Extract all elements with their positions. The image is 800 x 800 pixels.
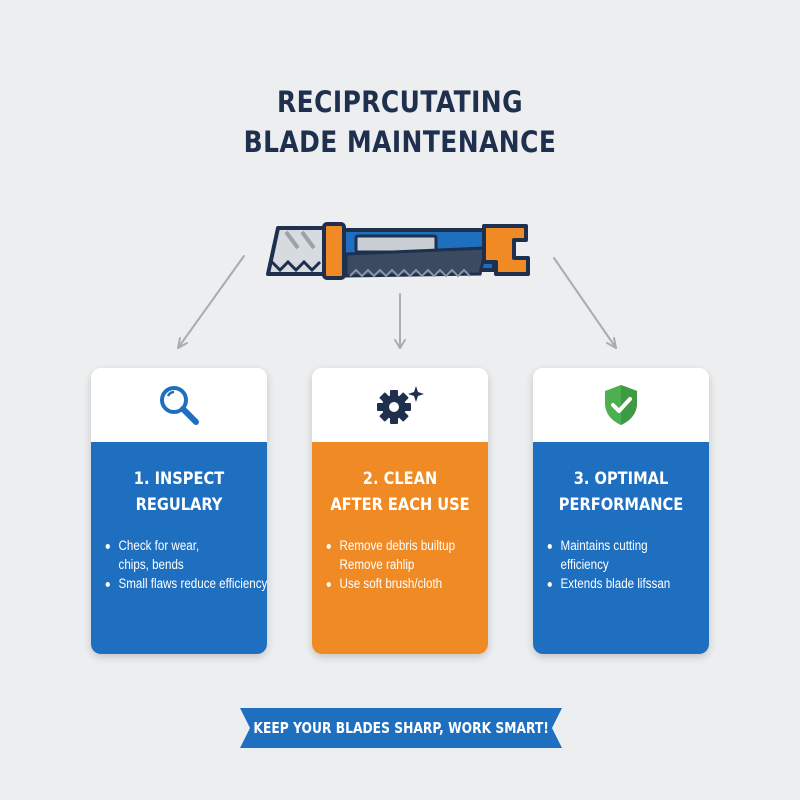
card-clean-body: 2. CLEAN AFTER EACH USE Remove debris bu… [312, 442, 488, 654]
shield-check-icon [605, 385, 637, 425]
card-performance-bullets: Maintains cutting efficiency Extends bla… [533, 536, 684, 593]
list-item: efficiency [560, 557, 609, 572]
banner-label: KEEP YOUR BLADES SHARP, WORK SMART! [253, 719, 549, 737]
arrow-left [177, 255, 245, 349]
title-line-2: BLADE MAINTENANCE [243, 125, 557, 159]
list-item: Use soft brush/cloth [324, 574, 463, 593]
card-title-line-2: AFTER EACH USE [330, 495, 470, 515]
ribbon-banner [240, 708, 562, 748]
card-inspect-body: 1. INSPECT REGULARY Check for wear, chip… [91, 442, 267, 654]
list-item: Small flaws reduce efficiency [103, 574, 267, 593]
card-title-line-1: 1. INSPECT [133, 469, 225, 489]
list-item: Extends blade lifssan [545, 574, 684, 593]
card-title-line-2: REGULARY [135, 495, 223, 515]
card-inspect-title: 1. INSPECT REGULARY [103, 466, 254, 518]
card-performance-header [533, 368, 709, 442]
list-item: Remove rahlip [339, 557, 415, 572]
card-clean: 2. CLEAN AFTER EACH USE Remove debris bu… [312, 368, 488, 654]
card-performance-body: 3. OPTIMAL PERFORMANCE Maintains cutting… [533, 442, 709, 654]
list-item: Check for wear, [103, 536, 242, 555]
card-performance-title: 3. OPTIMAL PERFORMANCE [545, 466, 696, 518]
list-item: chips, bends [118, 557, 184, 572]
card-clean-bullets: Remove debris builtup Remove rahlip Use … [312, 536, 463, 593]
card-performance: 3. OPTIMAL PERFORMANCE Maintains cutting… [533, 368, 709, 654]
card-title-line-1: 3. OPTIMAL [573, 469, 669, 489]
banner-text: KEEP YOUR BLADES SHARP, WORK SMART! [240, 708, 562, 748]
arrow-right [553, 257, 617, 349]
card-inspect-header [91, 368, 267, 442]
list-item: Remove debris builtup [324, 536, 463, 555]
card-inspect-bullets: Check for wear, chips, bends Small flaws… [91, 536, 267, 593]
page-title: RECIPRCUTATING BLADE MAINTENANCE [56, 82, 744, 162]
magnifier-icon [160, 386, 199, 425]
card-clean-header [312, 368, 488, 442]
card-inspect: 1. INSPECT REGULARY Check for wear, chip… [91, 368, 267, 654]
card-title-line-1: 2. CLEAN [362, 469, 438, 489]
gear-sparkle-icon [377, 386, 424, 424]
reciprocating-saw-blade-icon [266, 222, 530, 280]
list-item: Maintains cutting [545, 536, 684, 555]
title-line-1: RECIPRCUTATING [277, 85, 523, 119]
card-clean-title: 2. CLEAN AFTER EACH USE [324, 466, 475, 518]
card-title-line-2: PERFORMANCE [558, 495, 684, 515]
